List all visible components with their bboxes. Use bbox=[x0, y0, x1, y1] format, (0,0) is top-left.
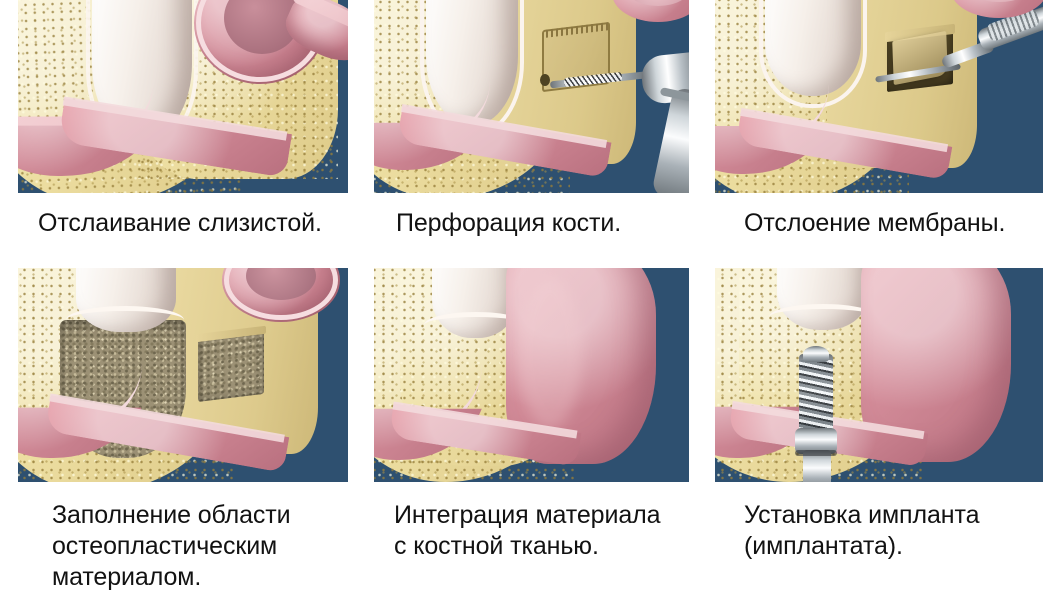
adjacent-tooth-gingiva bbox=[951, 0, 1043, 18]
sinus-floor-membrane-line bbox=[769, 304, 877, 330]
panel-6-implant-placement bbox=[715, 268, 1043, 482]
caption-panel-2: Перфорация кости. bbox=[396, 209, 622, 237]
caption-panel-4: Заполнение области остеопластическим мат… bbox=[52, 501, 291, 591]
gingiva-highlight bbox=[518, 278, 582, 428]
adjacent-tooth-occlusal bbox=[626, 0, 689, 6]
figure-flap-elevation bbox=[18, 0, 348, 193]
implant-threads bbox=[799, 360, 833, 432]
panel-2-bone-perforation bbox=[374, 0, 689, 193]
panel-5-graft-integration bbox=[374, 268, 689, 482]
adjacent-tooth-gingiva bbox=[612, 0, 689, 22]
sinus-floor-membrane-line bbox=[66, 306, 184, 334]
implant-collar-shadow bbox=[795, 450, 837, 456]
osteotomy-entry-hole bbox=[540, 74, 550, 86]
figure-implant-placement bbox=[715, 268, 1043, 482]
caption-panel-1: Отслаивание слизистой. bbox=[38, 209, 322, 237]
panel-4-graft-filling bbox=[18, 268, 348, 482]
caption-panel-5: Интеграция материала с костной тканью. bbox=[394, 501, 661, 560]
implant-collar bbox=[795, 428, 837, 454]
figure-membrane-elevation bbox=[715, 0, 1043, 193]
figure-graft-filling bbox=[18, 268, 348, 482]
implant-apex bbox=[803, 346, 829, 362]
panel-1-flap-elevation bbox=[18, 0, 348, 193]
caption-panel-6: Установка импланта (имплантата). bbox=[744, 501, 980, 560]
figure-graft-integration bbox=[374, 268, 689, 482]
figure-bone-perforation bbox=[374, 0, 689, 193]
handpiece-body bbox=[651, 86, 689, 193]
adjacent-tooth-occlusal bbox=[965, 0, 1033, 2]
caption-panel-3: Отслоение мембраны. bbox=[744, 209, 1006, 237]
panel-3-membrane-elevation bbox=[715, 0, 1043, 193]
